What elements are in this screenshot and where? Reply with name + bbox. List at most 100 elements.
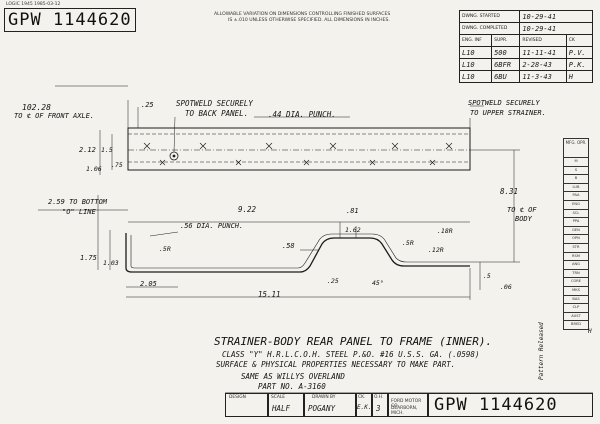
mfg-opr-item: ENG	[563, 200, 589, 210]
mfg-opr-item: STR	[563, 243, 589, 253]
tb-scale-cell: SCALE HALF	[267, 393, 305, 417]
tb-drawn-cell: DRAWN BY POGANY	[303, 393, 357, 417]
panel-profile	[125, 233, 470, 273]
tb-scale-value: HALF	[272, 404, 291, 413]
dim-212: 2.12	[79, 146, 96, 154]
archive-stamp: LOGIC 1945 1985-03-12	[6, 2, 61, 7]
mfg-opr-item: GEN	[563, 226, 589, 236]
tb-scale-label: SCALE	[271, 395, 286, 400]
note-punch-44: .44 DIA. PUNCH.	[268, 110, 336, 119]
tb-ck-cell: CK. E.K.	[355, 393, 373, 417]
dim-162: 1.62	[345, 226, 361, 234]
mfg-opr-item: LUB	[563, 183, 589, 193]
dim-r5-right: .5R	[402, 239, 414, 247]
mfg-opr-item: OPN	[563, 235, 589, 244]
mfg-opr-item: M	[563, 158, 589, 167]
dim-58: .58	[282, 242, 295, 250]
tb-ck-value: E.K.	[357, 404, 372, 411]
title-line-2: CLASS "Y" H.R.L.C.O.H. STEEL P.&O. #16 U…	[222, 350, 480, 359]
note-spotweld-right-2: TO UPPER STRAINER.	[470, 109, 546, 117]
tb-company-2: DEARBORN, MICH.	[391, 406, 418, 416]
dim-r18: .18R	[437, 227, 453, 235]
title-line-1: STRAINER-BODY REAR PANEL TO FRAME (INNER…	[214, 335, 493, 348]
dim-922: 9.22	[238, 205, 257, 214]
tb-number-cell: GPW 1144620	[427, 393, 593, 417]
title-line-5: PART NO. A-3160	[258, 382, 326, 391]
tolerance-note-2: IS ±.010 UNLESS OTHERWISE SPECIFIED. ALL…	[228, 18, 390, 23]
dim-front-axle-text: TO ⊄ OF FRONT AXLE.	[14, 112, 95, 120]
mfg-opr-item: BAS	[563, 295, 589, 305]
rev-ck: H	[565, 70, 594, 83]
revision-row: L10 6BU 11-3-43 H	[458, 70, 594, 83]
drawing-number-bottom: GPW 1144620	[434, 395, 558, 415]
title-block: DESIGN SCALE HALF DRAWN BY POGANY CK. E.…	[225, 393, 593, 417]
mfg-opr-item: AUST	[563, 312, 589, 322]
dim-body-2: BODY	[515, 215, 532, 223]
mfg-opr-item: S	[563, 166, 589, 176]
dim-15: 1.5	[101, 146, 113, 154]
tb-company-cell: FORD MOTOR CO. DEARBORN, MICH.	[387, 393, 429, 417]
panel-plan-view	[127, 127, 471, 171]
mfg-opr-item: MKS	[563, 286, 589, 296]
tb-design-cell: DESIGN	[225, 393, 269, 417]
tb-design-label: DESIGN	[229, 395, 246, 400]
dim-106: 1.06	[86, 165, 102, 173]
dim-06: .06	[500, 283, 512, 291]
dim-103: 1.03	[103, 259, 119, 267]
title-line-4: SAME AS WILLYS OVERLAND	[241, 372, 345, 381]
dim-5: .5	[483, 272, 491, 280]
tolerance-note-1: ALLOWABLE VARIATION ON DIMENSIONS CONTRO…	[214, 12, 391, 17]
dim-205: 2.05	[140, 280, 157, 288]
mfg-opr-item: CORE	[563, 278, 589, 287]
mfg-opr-item: TRN	[563, 269, 589, 279]
spotweld-marks	[143, 142, 453, 166]
mfg-opr-item: SCL	[563, 209, 589, 219]
dim-bottom-line-1: 2.59 TO BOTTOM	[48, 198, 108, 206]
note-spotweld-right-1: SPOTWELD SECURELY	[468, 99, 540, 107]
margin-signature: Pattern Released	[538, 322, 545, 380]
dim-831: 8.31	[500, 187, 519, 196]
mfg-opr-header: MFG. OPR.	[563, 138, 589, 158]
mfg-opr-item: PAA	[563, 192, 589, 201]
dim-bottom-line-2: "O" LINE	[62, 208, 96, 216]
dim-025-bottom: .25	[327, 277, 339, 285]
drawing-number-top: GPW 1144620	[4, 8, 136, 32]
note-punch-56: .56 DIA. PUNCH.	[180, 222, 244, 230]
dim-body-1: TO ⊄ OF	[507, 206, 537, 214]
mfg-operations-column: MFG. OPR. M S B LUB PAA ENG SCL PPA GEN …	[563, 138, 589, 330]
mfg-opr-item: CLP	[563, 304, 589, 313]
mfg-opr-item: ANG	[563, 261, 589, 270]
tb-oh-value: 3	[376, 404, 381, 413]
tb-ck-label: CK.	[358, 395, 366, 400]
note-spotweld-left-1: SPOTWELD SECURELY	[176, 99, 253, 108]
dim-1511: 15.11	[258, 290, 281, 299]
tb-oh-label: O.H.	[374, 395, 384, 400]
mfg-opr-item: RSM	[563, 252, 589, 262]
tb-oh-cell: O.H. 3	[371, 393, 389, 417]
rev-ck: P.V.	[565, 46, 594, 59]
mfg-opr-item: BRED	[563, 321, 589, 330]
dim-025-top: .25	[141, 101, 154, 109]
corner-mark: H	[588, 328, 592, 335]
revision-table: DWNG. STARTED 10-29-41 DWNG. COMPLETED 1…	[458, 10, 594, 83]
tb-company-1: FORD MOTOR CO.	[391, 399, 422, 409]
dim-175: 1.75	[80, 254, 97, 262]
tb-drawn-value: POGANY	[308, 404, 336, 413]
dim-81: .81	[346, 207, 359, 215]
tb-drawn-label: DRAWN BY	[312, 395, 336, 400]
dim-r5-left: .5R	[159, 245, 171, 253]
dim-75: .75	[111, 161, 123, 169]
rev-date: 11-3-43	[519, 70, 567, 83]
dim-r12: .12R	[428, 246, 444, 254]
title-line-3: SURFACE & PHYSICAL PROPERTIES NECESSARY …	[216, 360, 456, 369]
revision-row: L10 500 11-11-41 P.V.	[458, 46, 594, 59]
note-spotweld-left-2: TO BACK PANEL.	[185, 109, 249, 118]
mfg-opr-item: B	[563, 175, 589, 184]
dim-front-axle-value: 102.28	[22, 103, 51, 112]
started-label: DWNG. STARTED	[458, 10, 521, 23]
rev-eng: L10	[458, 70, 493, 83]
dim-angle: 45°	[372, 279, 384, 287]
mfg-opr-item: PPA	[563, 218, 589, 227]
